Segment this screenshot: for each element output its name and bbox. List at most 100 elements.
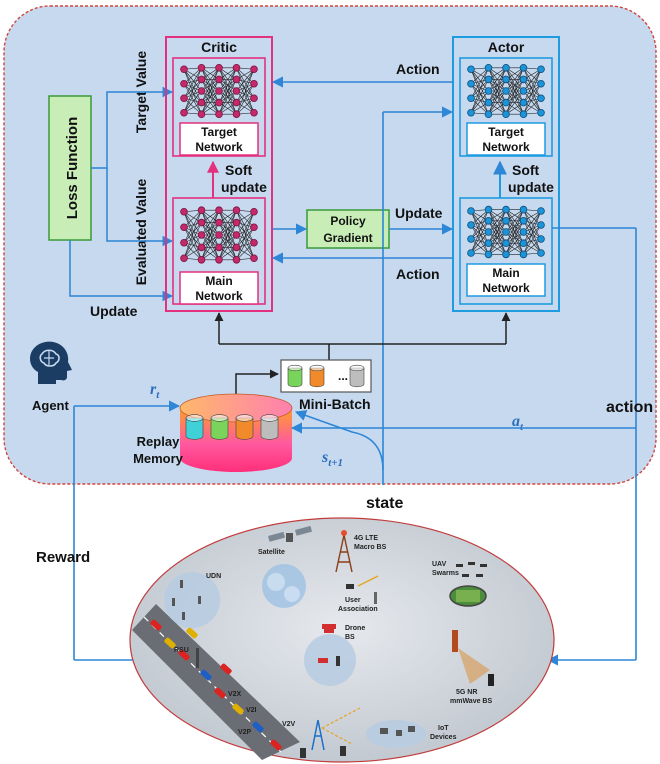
nn-node <box>537 65 545 74</box>
critic-main-network-label-1: Main <box>205 274 232 288</box>
v2v-label: V2V <box>282 721 296 728</box>
macro-bs-tower-icon <box>335 534 353 573</box>
actor-main-nn-icon <box>467 205 545 259</box>
rsu-icon <box>196 648 199 668</box>
nn-edge <box>236 222 255 243</box>
nn-edge <box>505 67 524 115</box>
actor-box: Actor Target Network Soft update Main Ne… <box>452 36 560 312</box>
car-icon <box>164 637 176 649</box>
agent-head-icon <box>30 341 72 384</box>
car-icon <box>252 721 264 733</box>
nn-node <box>484 110 493 118</box>
nn-node <box>502 239 510 248</box>
nn-edge <box>236 83 255 103</box>
critic-actor-arrows <box>271 76 454 264</box>
nn-node <box>537 94 545 103</box>
replay-memory <box>179 393 293 472</box>
nn-node <box>215 206 223 215</box>
car-icon <box>270 739 282 751</box>
nn-node <box>537 207 545 215</box>
nn-edge <box>183 79 202 113</box>
nn-edge <box>236 69 255 103</box>
drone-bs-label-2: BS <box>345 634 355 641</box>
actor-main-network-label-1: Main <box>492 266 519 280</box>
actor-target-nn-icon <box>467 64 545 118</box>
actor-target-network-label-2: Network <box>482 140 530 154</box>
nn-edge <box>201 210 220 260</box>
nr-bs-label-2: mmWave BS <box>450 698 492 705</box>
nn-edge <box>183 69 202 115</box>
car-icon <box>214 687 226 699</box>
nn-node <box>180 94 188 103</box>
vehicles-icon <box>150 619 282 751</box>
critic-title: Critic <box>201 39 237 55</box>
nn-edge <box>470 83 489 103</box>
nn-edge <box>488 220 507 255</box>
nn-edge <box>218 210 237 236</box>
nn-node <box>467 221 475 229</box>
nn-node <box>250 254 258 263</box>
nn-edge <box>236 210 255 243</box>
nn-edge <box>183 222 202 243</box>
nr-bs-label-1: 5G NR <box>456 689 477 696</box>
nn-edge <box>470 209 489 240</box>
policy-gradient-label-1: Policy <box>330 214 366 228</box>
nn-node <box>519 98 528 107</box>
nn-node <box>197 206 206 215</box>
nn-edge <box>523 79 542 99</box>
udn-cluster <box>164 572 220 628</box>
memory-cylinder-top <box>210 414 229 422</box>
car-icon <box>178 649 190 661</box>
nn-node <box>502 228 510 236</box>
update-left-label: Update <box>90 303 138 319</box>
nn-node <box>502 205 510 214</box>
nn-edge <box>470 238 489 255</box>
actor-target-network-label-1: Target <box>488 125 524 139</box>
reward-loop <box>73 400 181 661</box>
state-label: state <box>366 495 403 512</box>
nn-node <box>215 255 223 264</box>
nn-edge <box>183 211 202 248</box>
nn-edge <box>218 210 237 248</box>
nn-edge <box>505 90 524 115</box>
nn-edge <box>183 79 202 99</box>
mini-batch-cylinder-top <box>349 364 365 372</box>
nn-node <box>197 75 206 84</box>
nn-edge <box>523 90 542 113</box>
nn-edge <box>523 220 542 254</box>
nn-edge <box>488 67 507 92</box>
nn-edge <box>470 83 489 115</box>
critic-target-network-label-2: Network <box>195 140 243 154</box>
nn-edge <box>470 69 489 103</box>
nn-edge <box>218 79 237 115</box>
critic-main-network-label-2: Network <box>195 289 243 303</box>
nn-edge <box>523 67 542 84</box>
nn-edge <box>523 210 542 233</box>
nn-node <box>502 98 510 107</box>
environment: Satellite 4G LTE Macro BS UAV Swarms UDN <box>129 517 555 763</box>
nn-edge <box>523 67 542 113</box>
nn-node <box>484 239 493 248</box>
policy-gradient-box: Policy Gradient <box>306 209 390 249</box>
stadium-icon <box>449 585 487 607</box>
nn-node <box>484 217 493 225</box>
nn-edge <box>523 231 542 254</box>
nn-edge <box>183 83 202 115</box>
memory-cylinder <box>260 417 279 440</box>
user-association-label-1: User <box>345 597 361 604</box>
nn-edge <box>183 69 202 103</box>
nn-node <box>180 79 188 88</box>
nn-node <box>519 64 528 72</box>
mini-batch-cylinder <box>287 367 303 388</box>
nn-edge <box>505 67 524 92</box>
nn-node <box>467 108 475 117</box>
loss-function-label: Loss Function <box>64 117 81 220</box>
nn-node <box>180 65 188 74</box>
nn-edge <box>183 209 202 228</box>
macro-bs-label-2: Macro BS <box>354 544 387 551</box>
car-icon <box>220 663 232 675</box>
mini-batch-cylinder-top <box>309 364 325 372</box>
drone-bs-label-1: Drone <box>345 625 365 632</box>
nn-edge <box>488 209 507 255</box>
